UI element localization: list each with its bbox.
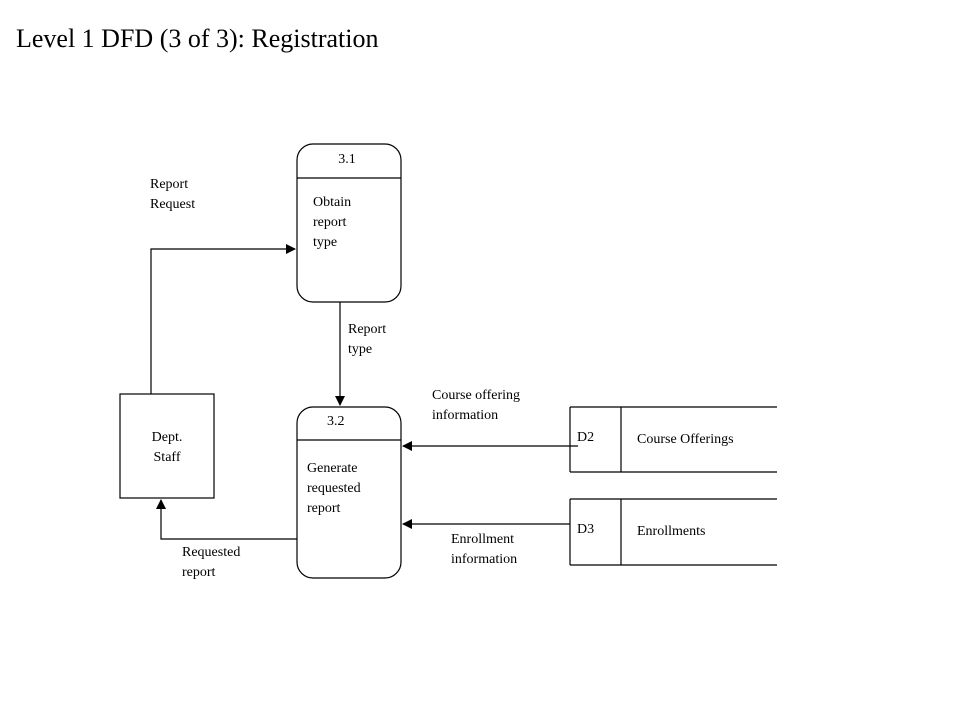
process-3-2-id: 3.2	[327, 414, 345, 429]
process-3-1[interactable]	[296, 143, 402, 303]
process-3-2[interactable]	[296, 406, 402, 579]
diagram-title: Level 1 DFD (3 of 3): Registration	[16, 24, 379, 53]
flow-requested-report	[156, 499, 297, 540]
external-entity-dept-staff[interactable]	[119, 393, 215, 499]
data-store-d3-id: D3	[577, 522, 595, 537]
flow-label-report-type: Report type	[348, 322, 387, 357]
data-store-d2-label: Course Offerings	[637, 432, 734, 447]
flow-report-request	[150, 244, 296, 394]
process-3-1-label: Obtain report type	[313, 195, 352, 250]
flow-label-requested-report: Requested report	[182, 545, 241, 580]
process-3-2-label: Generate requested report	[307, 461, 361, 516]
data-store-d2[interactable]	[569, 406, 777, 473]
flow-label-course-offering-information: Course offering information	[432, 388, 520, 423]
data-store-d3-label: Enrollments	[637, 524, 706, 539]
process-3-1-id: 3.1	[338, 152, 356, 167]
data-store-d2-id: D2	[577, 430, 595, 445]
external-entity-label: Dept. Staff	[151, 430, 183, 465]
flow-label-report-request: Report Request	[150, 177, 196, 212]
data-store-d3[interactable]	[569, 498, 777, 566]
flow-label-enrollment-information: Enrollment information	[451, 532, 518, 567]
